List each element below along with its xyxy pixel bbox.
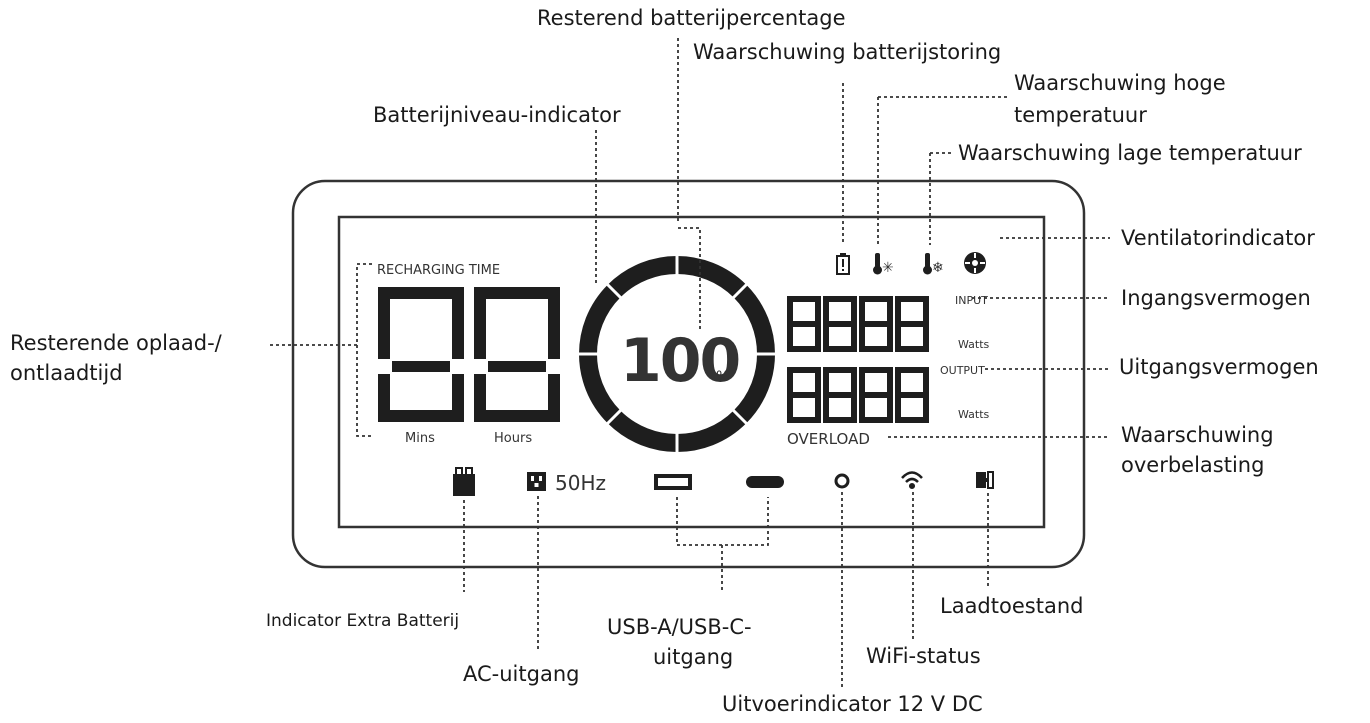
remaining-time-callout-line2: ontlaadtijd [10, 361, 123, 385]
leader-lines [270, 38, 1110, 688]
wifi-icon [901, 471, 923, 490]
high-temperature-icon: ✳ [873, 253, 894, 276]
charge-state-callout: Laadtoestand [940, 594, 1084, 618]
charge-state-icon [976, 471, 994, 489]
fan-callout: Ventilatorindicator [1121, 226, 1315, 250]
battery-percentage-callout: Resterend batterijpercentage [537, 6, 846, 30]
extra-battery-icon [453, 467, 475, 496]
input-power-digits [787, 296, 929, 352]
high-temperature-callout-line2: temperatuur [1014, 103, 1147, 127]
fan-icon [964, 252, 986, 274]
usb-c-icon [746, 476, 784, 488]
usb-a-icon [654, 474, 692, 490]
high-temperature-callout-line1: Waarschuwing hoge [1014, 71, 1226, 95]
battery-fault-icon [836, 253, 850, 275]
ac-outlet-icon [527, 472, 546, 491]
extra-battery-callout: Indicator Extra Batterij [266, 611, 460, 631]
hours-digit-ones [474, 287, 560, 422]
overload-callout-line1: Waarschuwing [1121, 423, 1274, 447]
hours-label: Hours [494, 431, 532, 446]
remaining-time-callout-line1: Resterende oplaad-/ [10, 331, 222, 355]
device-outline [291, 179, 1086, 569]
ac-output-callout: AC-uitgang [463, 662, 580, 686]
usb-output-callout-line2: uitgang [653, 645, 734, 669]
battery-level-callout: Batterijniveau-indicator [373, 103, 621, 127]
time-bracket [356, 263, 372, 437]
watts-top-label: Watts [958, 338, 990, 351]
output-label: OUTPUT [940, 364, 985, 377]
watts-bottom-label: Watts [958, 408, 990, 421]
dc-output-icon [834, 473, 850, 489]
mins-label: Mins [405, 431, 435, 446]
svg-text:✳: ✳ [882, 260, 894, 276]
lcd-screen-frame [337, 215, 1046, 529]
output-power-callout: Uitgangsvermogen [1119, 355, 1319, 379]
dc-output-callout: Uitvoerindicator 12 V DC [722, 692, 983, 716]
input-label: INPUT [955, 294, 988, 307]
battery-fault-callout: Waarschuwing batterijstoring [693, 40, 1002, 64]
output-power-digits [787, 367, 929, 423]
low-temperature-icon: ❄ [923, 253, 944, 276]
svg-text:❄: ❄ [932, 260, 944, 276]
input-power-callout: Ingangsvermogen [1121, 286, 1311, 310]
recharging-time-label: RECHARGING TIME [377, 263, 500, 278]
frequency-label: 50Hz [555, 471, 606, 495]
overload-callout-line2: overbelasting [1121, 453, 1265, 477]
wifi-callout: WiFi-status [866, 644, 981, 668]
usb-output-callout-line1: USB-A/USB-C- [607, 615, 752, 639]
overload-label: OVERLOAD [787, 430, 870, 448]
battery-percent-value: 100 [620, 326, 739, 396]
battery-percent-sign: % [716, 369, 729, 385]
hours-digit-tens [378, 287, 464, 422]
low-temperature-callout: Waarschuwing lage temperatuur [958, 141, 1302, 165]
